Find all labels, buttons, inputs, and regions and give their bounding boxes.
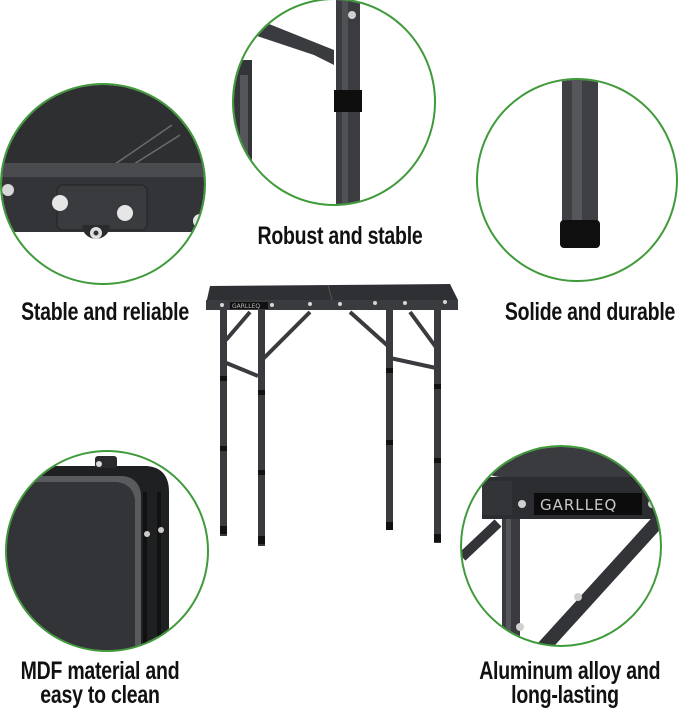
feature-circle-foot-cap (476, 78, 678, 282)
brand-plate-text: GARLLEQ (540, 496, 617, 514)
caption-mdf-line-1: MDF material and (20, 657, 180, 685)
feature-circle-leg-joint (232, 0, 436, 206)
frame-brand-plate-closeup-image: GARLLEQ (462, 447, 660, 645)
caption-robust-stable: Robust and stable (257, 222, 423, 250)
folding-table-image: GARLLEQ (206, 284, 458, 546)
feature-circle-frame: GARLLEQ (460, 445, 662, 647)
caption-mdf-line-2: easy to clean (40, 681, 160, 709)
caption-stable-reliable: Stable and reliable (21, 298, 189, 326)
foot-cap-closeup-image (560, 80, 600, 248)
caption-aluminum-line-1: Aluminum alloy and (479, 657, 661, 685)
caption-aluminum-line-2: long-lasting (511, 681, 619, 709)
folded-tabletop-closeup-image (7, 456, 169, 650)
feature-circle-tabletop (5, 450, 209, 652)
hinge-closeup-image (2, 85, 204, 239)
feature-circle-hinge (0, 83, 206, 285)
caption-aluminum-alloy: Aluminum alloy and long-lasting (479, 657, 661, 709)
brand-plate-text: GARLLEQ (232, 303, 260, 310)
caption-mdf-material: MDF material and easy to clean (14, 657, 186, 709)
leg-joint-closeup-image (234, 0, 362, 204)
caption-solide-durable: Solide and durable (504, 298, 676, 326)
